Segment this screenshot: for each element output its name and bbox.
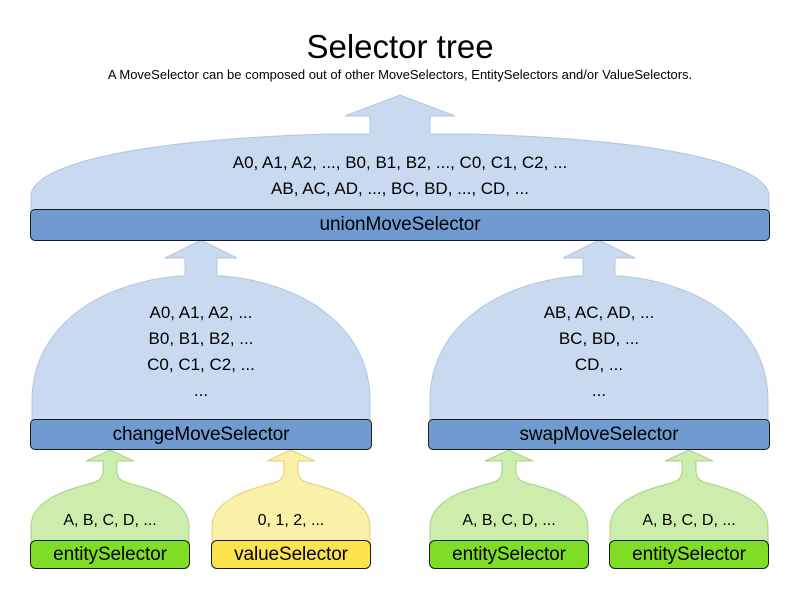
swap-move-selector-bar[interactable]: swapMoveSelector <box>428 419 770 450</box>
change-move-selector-line-1: A0, A1, A2, ... <box>149 303 253 322</box>
change-move-selector-line-2: B0, B1, B2, ... <box>148 329 254 348</box>
entity-selector-1-content: A, B, C, D, ... <box>30 508 190 533</box>
change-move-selector-bar[interactable]: changeMoveSelector <box>30 419 372 450</box>
entity-selector-3-content: A, B, C, D, ... <box>609 508 769 533</box>
swap-move-selector-content: AB, AC, AD, ... BC, BD, ... CD, ... ... <box>458 300 740 404</box>
union-move-selector-content: A0, A1, A2, ..., B0, B1, B2, ..., C0, C1… <box>100 150 700 202</box>
page-title: Selector tree <box>306 28 494 65</box>
entity-selector-2-bar[interactable]: entitySelector <box>429 540 589 569</box>
swap-move-selector-line-3: CD, ... <box>574 355 624 374</box>
entity-selector-1-line-1: A, B, C, D, ... <box>63 512 157 529</box>
entity-selector-2-label: entitySelector <box>452 543 566 565</box>
value-selector-1-label: valueSelector <box>234 543 348 565</box>
entity-selector-3-line-1: A, B, C, D, ... <box>642 512 736 529</box>
swap-move-selector-label: swapMoveSelector <box>519 423 679 445</box>
change-move-selector-line-3: C0, C1, C2, ... <box>147 355 255 374</box>
change-move-selector-line-4: ... <box>193 381 209 400</box>
entity-selector-1-label: entitySelector <box>53 543 167 565</box>
entity-selector-3-label: entitySelector <box>632 543 746 565</box>
union-move-selector-line-2: AB, AC, AD, ..., BC, BD, ..., CD, ... <box>271 179 529 198</box>
union-move-selector-line-1: A0, A1, A2, ..., B0, B1, B2, ..., C0, C1… <box>232 153 568 172</box>
value-selector-1-content: 0, 1, 2, ... <box>211 508 371 533</box>
union-move-selector-bar[interactable]: unionMoveSelector <box>30 209 770 241</box>
swap-move-selector-line-1: AB, AC, AD, ... <box>543 303 655 322</box>
value-selector-1-bar[interactable]: valueSelector <box>211 540 371 569</box>
entity-selector-2-content: A, B, C, D, ... <box>429 508 589 533</box>
swap-move-selector-line-2: BC, BD, ... <box>558 329 640 348</box>
union-move-selector-label: unionMoveSelector <box>319 214 481 235</box>
page-subtitle: A MoveSelector can be composed out of ot… <box>107 67 693 82</box>
change-move-selector-label: changeMoveSelector <box>112 423 290 445</box>
change-move-selector-content: A0, A1, A2, ... B0, B1, B2, ... C0, C1, … <box>60 300 342 404</box>
entity-selector-1-bar[interactable]: entitySelector <box>30 540 190 569</box>
swap-move-selector-line-4: ... <box>591 381 607 400</box>
entity-selector-2-line-1: A, B, C, D, ... <box>462 512 556 529</box>
entity-selector-3-bar[interactable]: entitySelector <box>609 540 769 569</box>
value-selector-1-line-1: 0, 1, 2, ... <box>257 512 325 529</box>
